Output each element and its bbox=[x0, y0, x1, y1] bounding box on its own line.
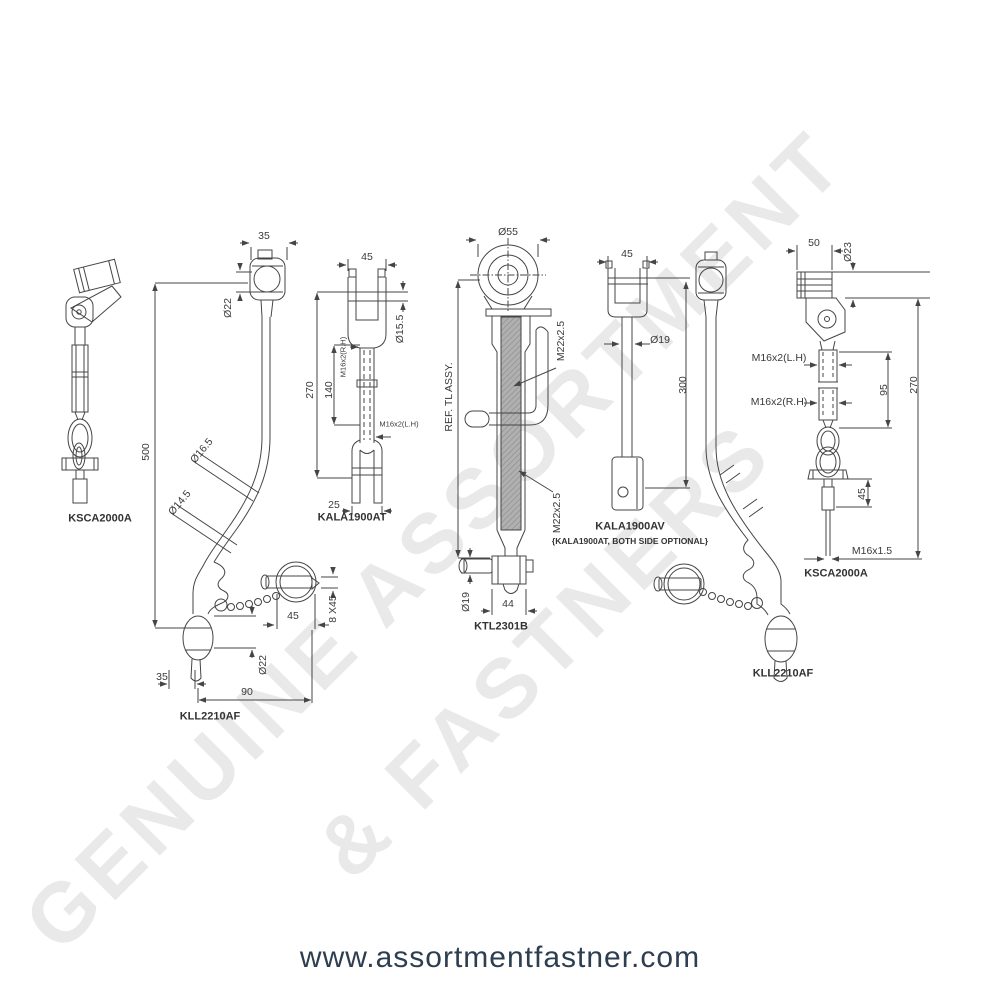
ksca2000a-large-drawing bbox=[786, 245, 930, 562]
kll2210af-right-drawing bbox=[654, 252, 797, 682]
dim-rod-dia-19: Ø19 bbox=[650, 333, 670, 346]
dim-body-140: 140 bbox=[322, 381, 335, 399]
dim-head-width: 35 bbox=[258, 229, 270, 242]
dim-length-500: 500 bbox=[139, 443, 152, 461]
dim-head-dia-23: Ø23 bbox=[841, 242, 854, 262]
part-label-kala1900at: KALA1900AT bbox=[317, 511, 387, 524]
dim-thread-rh: M16x2(R.H) bbox=[338, 336, 348, 378]
dim-fork-width-45-av: 45 bbox=[621, 247, 633, 260]
dim-base-90: 90 bbox=[241, 685, 253, 698]
dim-head-width-50: 50 bbox=[808, 236, 820, 249]
dim-head-dia: Ø22 bbox=[221, 298, 234, 318]
dim-thread-end-m16: M16x1.5 bbox=[851, 544, 893, 557]
dim-ref-tl-assy: REF. TL ASSY. bbox=[442, 362, 455, 432]
dim-thread-lh: M16x2(L.H) bbox=[379, 419, 419, 429]
kll2210af-left-drawing bbox=[152, 240, 338, 703]
part-label-ksca2000a-large: KSCA2000A bbox=[804, 567, 868, 580]
website-url: www.assortmentfastner.com bbox=[299, 941, 701, 974]
kala1900av-drawing bbox=[597, 256, 690, 510]
part-label-kll2210af-left: KLL2210AF bbox=[179, 710, 241, 723]
part-sublabel-kala1900av: {KALA1900AT, BOTH SIDE OPTIONAL} bbox=[551, 535, 709, 546]
dim-hole-dia-15-5: Ø15.5 bbox=[393, 314, 406, 344]
dim-eye-dia-55: Ø55 bbox=[498, 225, 518, 238]
dim-thread-lh-large: M16x2(L.H) bbox=[751, 351, 807, 364]
dim-ball-dia: Ø22 bbox=[256, 655, 269, 675]
dim-thread-m22-top: M22x2.5 bbox=[554, 320, 567, 362]
dim-length-270-large: 270 bbox=[907, 376, 920, 394]
dim-threads-95: 95 bbox=[877, 384, 890, 396]
kala1900at-drawing bbox=[314, 259, 408, 515]
dim-offset-35: 35 bbox=[156, 670, 168, 683]
dim-fork-width-45: 45 bbox=[361, 250, 373, 263]
dim-length-300: 300 bbox=[676, 376, 689, 394]
part-label-kll2210af-right: KLL2210AF bbox=[752, 667, 814, 680]
dim-ring-45: 45 bbox=[287, 609, 299, 622]
dim-pin-dia-19: Ø19 bbox=[459, 592, 472, 612]
dim-length-270: 270 bbox=[303, 381, 316, 399]
dim-pin-8x45: 8 X45 bbox=[326, 595, 339, 623]
dim-thread-rh-large: M16x2(R.H) bbox=[750, 395, 808, 408]
part-label-kala1900av: KALA1900AV bbox=[595, 520, 665, 533]
ksca2000a-small-drawing bbox=[62, 259, 121, 503]
dim-spool-44: 44 bbox=[502, 597, 514, 610]
dim-thread-m22-bottom: M22x2.5 bbox=[550, 492, 563, 534]
ktl2301b-drawing bbox=[455, 237, 556, 615]
dim-collar-45: 45 bbox=[855, 488, 868, 500]
part-label-ktl2301b: KTL2301B bbox=[474, 620, 528, 633]
dim-fork-bottom-25: 25 bbox=[328, 498, 340, 511]
part-label-ksca2000a-small: KSCA2000A bbox=[68, 512, 132, 525]
